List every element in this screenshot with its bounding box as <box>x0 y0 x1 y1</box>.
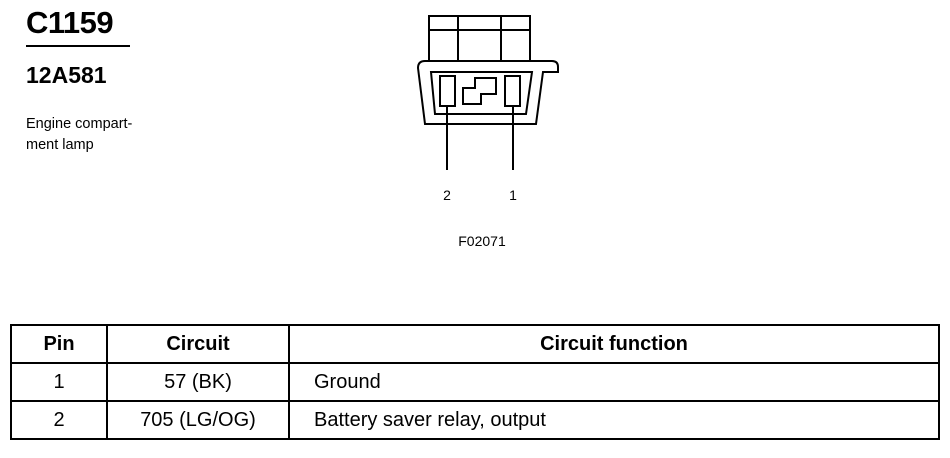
connector-id: C1159 <box>26 5 114 40</box>
title-underline <box>26 45 130 47</box>
pinout-table: Pin Circuit Circuit function 1 57 (BK) G… <box>10 324 940 440</box>
keying-feature <box>462 77 497 105</box>
description-line-2: ment lamp <box>26 137 94 153</box>
header-circuit: Circuit <box>106 324 290 364</box>
header-circuit-function: Circuit function <box>288 324 940 364</box>
header-pin: Pin <box>10 324 108 364</box>
connector-latch <box>428 15 531 62</box>
connector-housing <box>416 60 559 125</box>
part-number: 12A581 <box>26 62 107 88</box>
table-row: 1 57 (BK) Ground <box>10 362 940 402</box>
connector-diagram: 2 1 F02071 <box>416 15 559 249</box>
cell-pin: 1 <box>10 362 108 402</box>
pin-label-1: 1 <box>509 187 517 203</box>
cell-pin: 2 <box>10 400 108 440</box>
terminal-pin-2 <box>439 75 456 107</box>
description-line-1: Engine compart- <box>26 116 133 132</box>
figure-id: F02071 <box>458 233 506 249</box>
cell-circuit: 57 (BK) <box>106 362 290 402</box>
table-row: 2 705 (LG/OG) Battery saver relay, outpu… <box>10 400 940 440</box>
terminal-pin-1 <box>504 75 521 107</box>
cell-circuit-function: Battery saver relay, output <box>288 400 940 440</box>
cell-circuit: 705 (LG/OG) <box>106 400 290 440</box>
cell-circuit-function: Ground <box>288 362 940 402</box>
connector-description: Engine compart- ment lamp <box>26 114 176 156</box>
table-header-row: Pin Circuit Circuit function <box>10 324 940 364</box>
pin-label-2: 2 <box>443 187 451 203</box>
